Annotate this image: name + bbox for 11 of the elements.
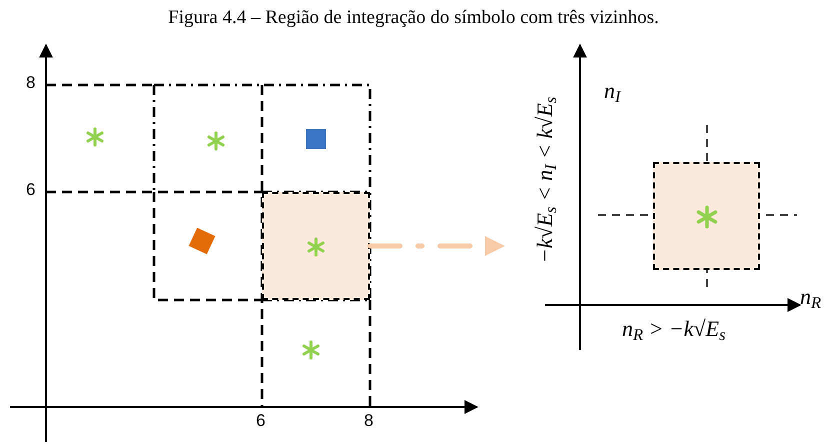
axis-tick-label: 8 [26,74,36,91]
axis-tick-label: 6 [26,181,36,198]
shaded-region [653,162,760,270]
shaded-region [262,192,370,300]
axis-range-label: n$_{R}$ > −k√E$_{s}$ [622,318,726,340]
axis-label: n$_{R}$ [800,286,822,308]
axis-tick-label: 8 [364,412,374,429]
axis-label: n$_{I}$ [604,80,620,102]
axis-tick-label: 6 [256,412,266,429]
arrow [368,236,506,256]
figure-title: Figura 4.4 – Região de integração do símbolo com três vizinhos. [167,6,660,30]
